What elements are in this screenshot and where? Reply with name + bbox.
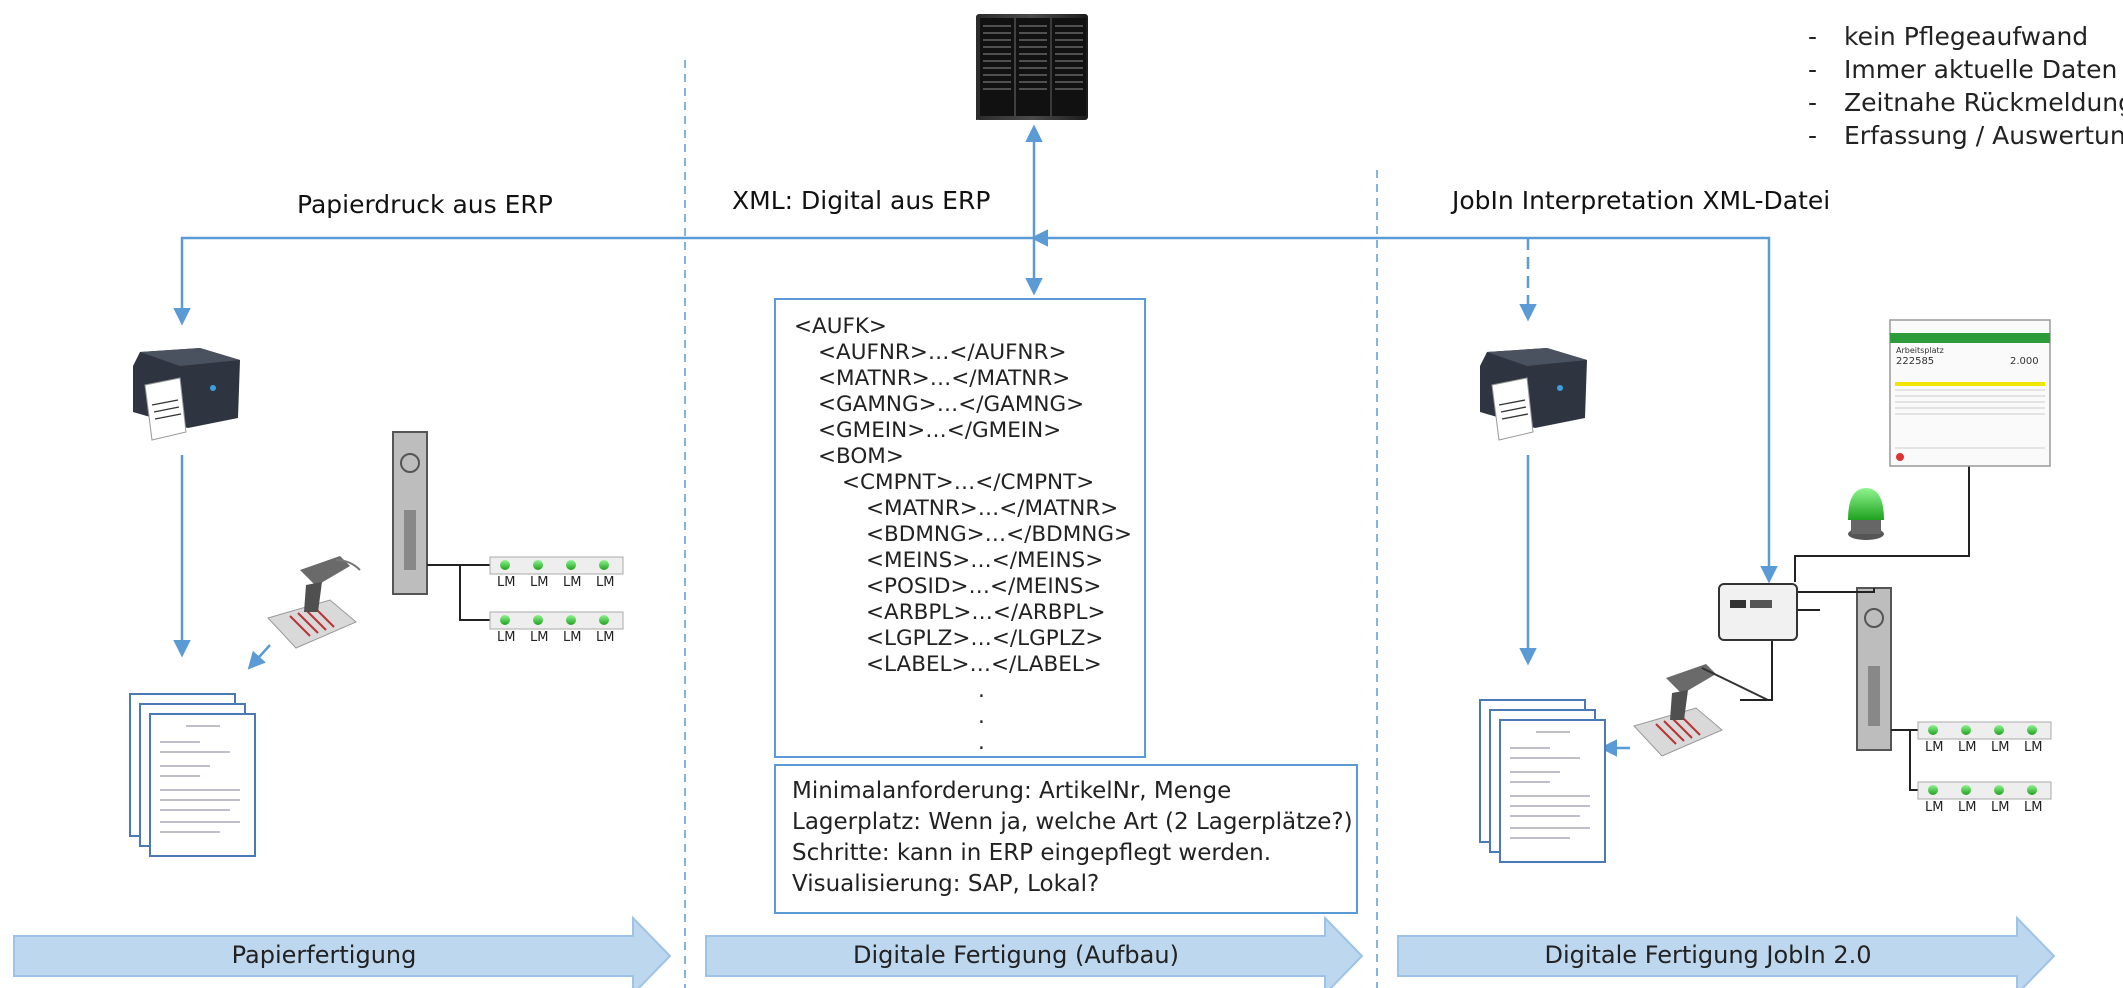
xml-line: <LABEL>…</LABEL> (866, 652, 1102, 677)
xml-line: <BOM> (818, 444, 904, 469)
barcode-scanner-icon-2 (1633, 664, 1769, 757)
wiring (427, 465, 1970, 791)
banner-label-paper: Papierfertigung (231, 941, 417, 969)
lm-label: LM (497, 575, 516, 590)
lm-label: LM (1958, 800, 1977, 815)
benefit-item: -kein Pflegeaufwand (1808, 22, 2089, 51)
xml-line: . (978, 678, 985, 703)
monitor-title: Arbeitsplatz (1896, 346, 1944, 355)
workstation-monitor (1889, 319, 2051, 467)
lm-label: LM (563, 575, 582, 590)
benefit-item: -Immer aktuelle Daten (1808, 55, 2118, 84)
lm-label: LM (530, 575, 549, 590)
server-to-pc-arrow (1030, 229, 1778, 584)
banner-label-jobin: Digitale Fertigung JobIn 2.0 (1544, 941, 1872, 969)
printer-icon-2 (1480, 348, 1587, 441)
rack-controller-icon-2 (1856, 587, 1892, 751)
xml-line: . (978, 704, 985, 729)
lm-label: LM (596, 575, 615, 590)
lm-label: LM (1991, 800, 2010, 815)
lm-label: LM (2024, 740, 2043, 755)
scanner-arrow-1 (247, 644, 271, 670)
server-to-printer-arrow (173, 236, 1034, 326)
xml-line: <LGPLZ>…</LGPLZ> (866, 626, 1104, 651)
xml-line: . (978, 730, 985, 755)
monitor-order-number: 222585 (1896, 356, 1935, 367)
xml-line: <BDMNG>…</BDMNG> (866, 522, 1132, 547)
note-line: Minimalanforderung: ArtikelNr, Menge (792, 778, 1232, 804)
lm-label: LM (1958, 740, 1977, 755)
banner-arrow-1 (13, 915, 672, 988)
lm-label: LM (2024, 800, 2043, 815)
connector-arrows (173, 124, 1778, 757)
lm-label: LM (1925, 740, 1944, 755)
xml-line: <ARBPL>…</ARBPL> (866, 600, 1106, 625)
xml-line: <MEINS>…</MEINS> (866, 548, 1104, 573)
heading-jobin-interpretation: JobIn Interpretation XML-Datei (1452, 186, 1831, 215)
heading-paper-print: Papierdruck aus ERP (297, 190, 553, 219)
paper-documents-icon-2 (1479, 699, 1606, 863)
note-line: Lagerplatz: Wenn ja, welche Art (2 Lager… (792, 809, 1353, 835)
lm-label: LM (1925, 800, 1944, 815)
lm-label: LM (596, 630, 615, 645)
banner-arrow-2 (705, 915, 1364, 988)
barcode-scanner-icon-1 (267, 556, 361, 649)
light-modules-2 (1917, 721, 2052, 800)
xml-line: <CMPNT>…</CMPNT> (842, 470, 1095, 495)
note-line: Schritte: kann in ERP eingepflegt werden… (792, 840, 1272, 866)
lm-label: LM (1991, 740, 2010, 755)
xml-line: <MATNR>…</MATNR> (818, 366, 1071, 391)
lm-label: LM (497, 630, 516, 645)
xml-line: <AUFNR>…</AUFNR> (818, 340, 1067, 365)
lm-label: LM (563, 630, 582, 645)
xml-line: <MATNR>…</MATNR> (866, 496, 1119, 521)
requirements-notes-box: Minimalanforderung: ArtikelNr, Menge Lag… (774, 764, 1358, 914)
benefit-item: -Zeitnahe Rückmeldung (1808, 88, 2123, 117)
heading-xml-digital: XML: Digital aus ERP (732, 186, 991, 215)
banner-arrow-3 (1397, 915, 2056, 988)
lm-label: LM (530, 630, 549, 645)
benefits-list: -kein Pflegeaufwand -Immer aktuelle Date… (1808, 20, 2123, 152)
industrial-pc-icon (1718, 583, 1798, 641)
xml-line: <AUFK> (794, 314, 887, 339)
server-icon (976, 14, 1088, 120)
banner-arrows (13, 915, 2056, 988)
banner-label-digital-setup: Digitale Fertigung (Aufbau) (853, 941, 1179, 969)
xml-line: <POSID>…</MEINS> (866, 574, 1102, 599)
paper-documents-icon-1 (129, 693, 256, 857)
rack-controller-icon-1 (392, 431, 428, 595)
xml-line: <GMEIN>…</GMEIN> (818, 418, 1062, 443)
monitor-quantity: 2.000 (2010, 356, 2039, 367)
xml-line: <GAMNG>…</GAMNG> (818, 392, 1085, 417)
light-modules-1 (489, 556, 624, 630)
benefit-item: -Erfassung / Auswertung (1808, 121, 2123, 150)
printer-icon-1 (133, 348, 240, 441)
signal-light-icon (1848, 488, 1884, 540)
note-line: Visualisierung: SAP, Lokal? (792, 871, 1100, 897)
xml-structure-box: <AUFK> <AUFNR>…</AUFNR> <MATNR>…</MATNR>… (774, 298, 1146, 758)
